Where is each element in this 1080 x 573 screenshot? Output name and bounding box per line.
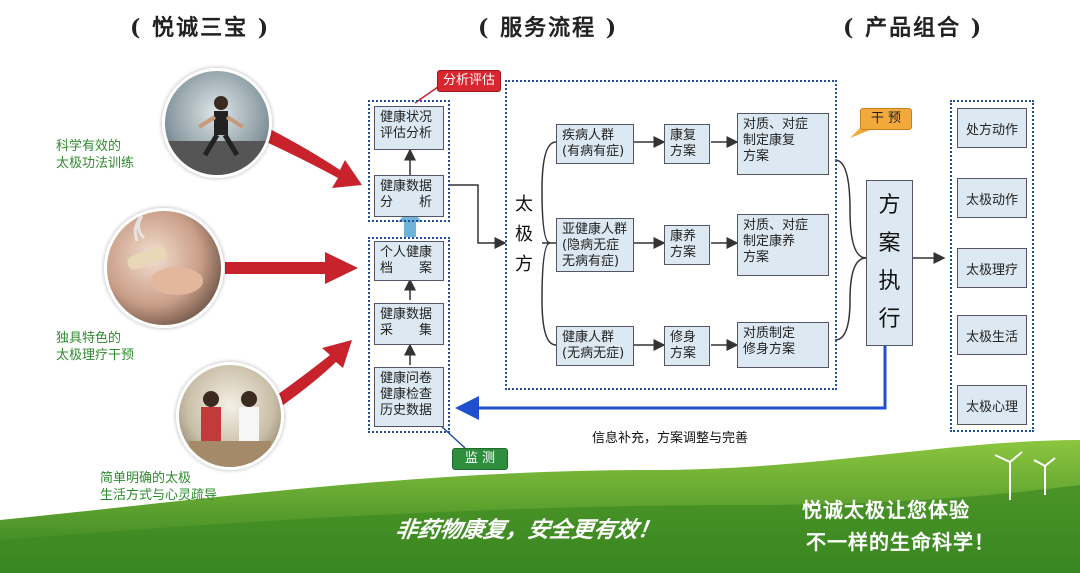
product-item: 太极动作 [957,178,1027,218]
caption-line: 太极功法训练 [56,156,135,171]
section-title-process: ( 服务流程 ) [478,15,619,41]
box-line: 方案 [670,144,697,159]
box-line: 评估分析 [380,126,433,141]
taiji-training-photo [162,68,272,178]
box-line: 历史数据 [380,403,433,418]
product-item: 太极理疗 [957,248,1027,288]
slogan-right-1: 悦诚太极让您体验 [802,498,970,522]
box-line: 康复 [670,128,697,143]
box-line: 健康人群 [562,330,615,345]
box-line: 方案 [670,346,697,361]
vchar: 方 [878,193,901,218]
moxibustion-photo [104,208,224,328]
execute-text: 方 案 执 行 [867,187,912,339]
box-line: 制定康复 [743,133,796,148]
assessment-group [368,100,450,222]
health-status-box: 健康状况 评估分析 [374,106,444,150]
treasure-caption-3: 简单明确的太极 生活方式与心灵疏导 [100,470,217,504]
box-line: 采 集 [380,323,433,338]
treasure-caption-2: 独具特色的 太极理疗干预 [56,330,134,364]
caption-line: 生活方式与心灵疏导 [100,488,218,503]
box-line: 分 析 [380,195,433,210]
box-line: 健康数据 [380,179,433,194]
box-line: 方案 [743,250,770,265]
product-item: 太极心理 [957,385,1027,425]
box-line: (隐病无症 [562,238,620,253]
box-line: 修身 [670,330,697,345]
row3-detail-box: 对质制定 修身方案 [737,322,829,368]
personal-record-box: 个人健康 档 案 [374,241,444,281]
box-line: 方案 [670,245,697,260]
caption-line: 独具特色的 [56,331,122,346]
box-line: 档 案 [380,261,433,276]
vchar: 极 [515,224,533,245]
vchar: 案 [878,231,901,256]
box-line: 方案 [743,149,770,164]
box-line: 对质制定 [743,326,796,341]
section-title-products: ( 产品组合 ) [843,15,984,41]
lifestyle-consult-photo [176,362,284,470]
row1-detail-box: 对质、对症 制定康复 方案 [737,113,829,175]
box-line: 修身方案 [743,342,796,357]
taiji-plan-group [505,80,837,390]
taiji-fang-label: 太 极 方 [510,190,538,280]
data-collection-box: 健康数据 采 集 [374,303,444,345]
box-line: 对质、对症 [743,218,809,233]
box-line: (有病有症) [562,144,625,159]
row2-detail-box: 对质、对症 制定康养 方案 [737,214,829,276]
box-line: 健康检查 [380,387,433,402]
box-line: 无病有症) [562,254,620,269]
slogan-left: 非药物康复，安全更有效！ [393,517,662,543]
box-line: 制定康养 [743,234,796,249]
feedback-label: 信息补充，方案调整与完善 [592,431,749,446]
box-line: 对质、对症 [743,117,809,132]
product-item: 太极生活 [957,315,1027,355]
box-line: 疾病人群 [562,128,615,143]
treasure-caption-1: 科学有效的 太极功法训练 [56,138,134,172]
caption-line: 简单明确的太极 [100,471,192,486]
data-analysis-box: 健康数据 分 析 [374,175,444,217]
section-title-treasures: ( 悦诚三宝 ) [130,15,271,41]
box-line: 个人健康 [380,245,433,260]
tag-analysis: 分析评估 [437,70,501,92]
box-line: 健康状况 [380,110,433,125]
box-line: 健康数据 [380,307,433,322]
product-item: 处方动作 [957,108,1027,148]
row2-group-box: 亚健康人群 (隐病无症 无病有症) [556,218,634,272]
box-line: 康养 [670,229,697,244]
vchar: 太 [515,194,533,215]
row3-group-box: 健康人群 (无病无症) [556,326,634,366]
red-arrows [225,128,362,410]
caption-line: 科学有效的 [56,139,122,154]
row2-plan-box: 康养 方案 [664,225,710,265]
vchar: 行 [878,307,901,332]
vchar: 方 [515,254,533,275]
box-line: (无病无症) [562,346,625,361]
tag-monitor: 监 测 [452,448,508,470]
row1-group-box: 疾病人群 (有病有症) [556,124,634,164]
box-line: 健康问卷 [380,371,433,386]
questionnaire-box: 健康问卷 健康检查 历史数据 [374,367,444,427]
plan-execution-box: 方 案 执 行 [866,180,913,346]
row1-plan-box: 康复 方案 [664,124,710,164]
monitor-group [368,237,450,433]
tag-intervene: 干 预 [860,108,912,130]
windmill-icon [994,451,1056,500]
row3-plan-box: 修身 方案 [664,326,710,366]
products-group [950,100,1034,432]
caption-line: 太极理疗干预 [56,348,135,363]
box-line: 亚健康人群 [562,222,628,237]
slogan-right-2: 不一样的生命科学！ [806,530,995,554]
vchar: 执 [878,269,901,294]
